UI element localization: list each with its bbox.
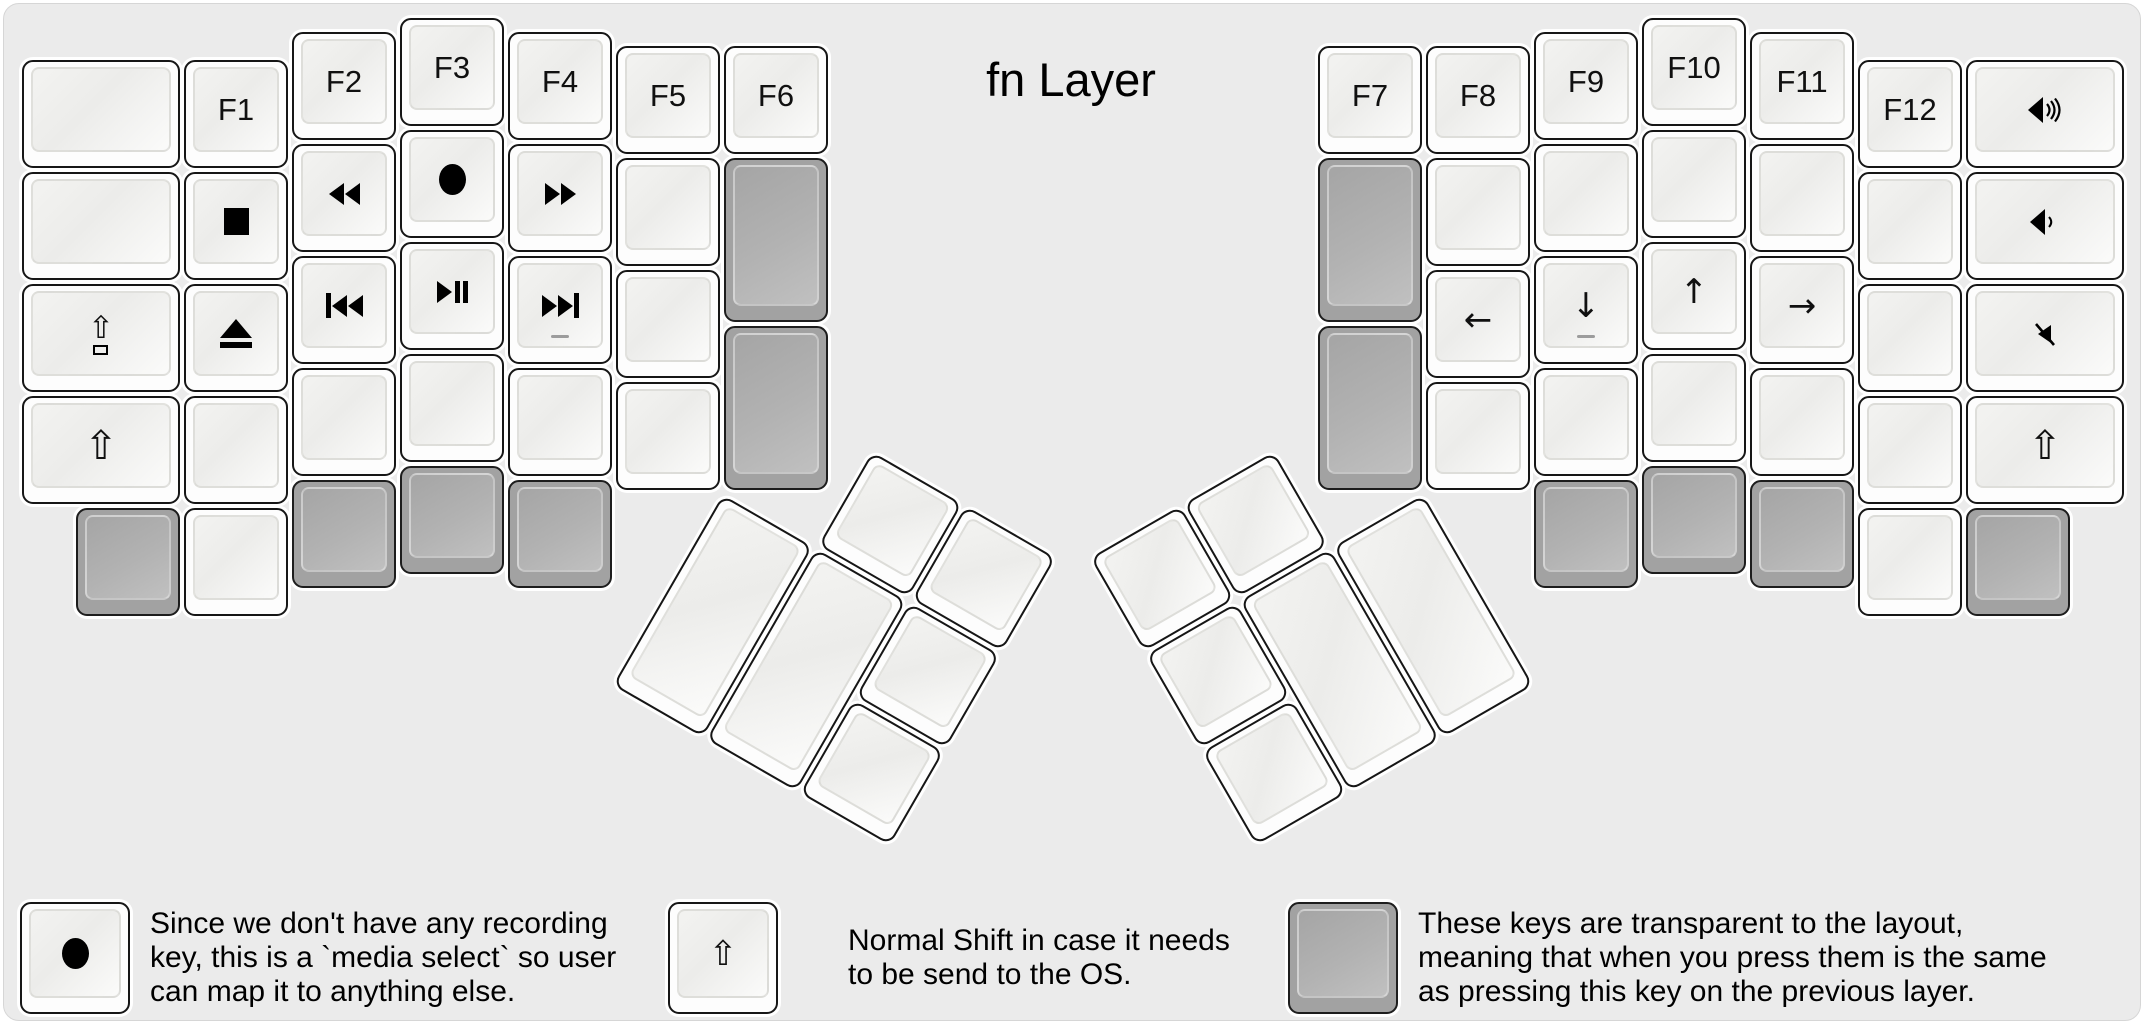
key-fast-forward[interactable] (508, 144, 612, 252)
key-f12[interactable]: F12 (1858, 60, 1962, 168)
key-volume-down[interactable] (1966, 172, 2124, 280)
play-pause-icon (436, 280, 468, 303)
key-stop[interactable] (184, 172, 288, 280)
key-transparent[interactable] (724, 158, 828, 322)
key-f9[interactable]: F9 (1534, 32, 1638, 140)
key-blank[interactable] (1858, 508, 1962, 616)
key-arrow-right[interactable]: → (1750, 256, 1854, 364)
record-icon (438, 164, 466, 195)
up-arrow-icon: ↑ (1679, 271, 1709, 312)
next-track-icon (541, 293, 579, 318)
key-f6[interactable]: F6 (724, 46, 828, 154)
key-arrow-up[interactable]: ↑ (1642, 242, 1746, 350)
key-blank[interactable] (184, 396, 288, 504)
caps-lock-icon: ⇧ (88, 312, 114, 355)
key-blank[interactable] (616, 270, 720, 378)
key-volume-mute[interactable] (1966, 284, 2124, 392)
key-transparent[interactable] (1318, 158, 1422, 322)
key-f1[interactable]: F1 (184, 60, 288, 168)
key-transparent[interactable] (1750, 480, 1854, 588)
legend-transparent-text: These keys are transparent to the layout… (1418, 907, 2047, 1008)
key-next-track[interactable] (508, 256, 612, 364)
key-blank[interactable] (184, 508, 288, 616)
eject-icon (220, 319, 252, 348)
key-blank[interactable] (1534, 144, 1638, 252)
key-f10[interactable]: F10 (1642, 18, 1746, 126)
volume-mute-icon (2035, 322, 2055, 346)
key-f2[interactable]: F2 (292, 32, 396, 140)
key-volume-up[interactable] (1966, 60, 2124, 168)
key-record[interactable] (400, 130, 504, 238)
key-f3[interactable]: F3 (400, 18, 504, 126)
homing-bar (551, 335, 569, 338)
key-previous-track[interactable] (292, 256, 396, 364)
shift-icon: ⇧ (84, 422, 118, 469)
key-f11[interactable]: F11 (1750, 32, 1854, 140)
legend-transparent-sample-key (1288, 902, 1398, 1014)
key-transparent[interactable] (1534, 480, 1638, 588)
shift-icon: ⇧ (708, 933, 738, 974)
legend-shift-sample-key: ⇧ (668, 902, 778, 1014)
key-f8[interactable]: F8 (1426, 46, 1530, 154)
key-blank[interactable] (400, 354, 504, 462)
key-blank[interactable] (1750, 368, 1854, 476)
previous-track-icon (325, 293, 363, 318)
key-transparent[interactable] (400, 466, 504, 574)
key-blank[interactable] (22, 60, 180, 168)
key-transparent[interactable] (1966, 508, 2070, 616)
key-blank[interactable] (1858, 396, 1962, 504)
right-arrow-icon: → (1787, 285, 1817, 326)
key-shift-right[interactable]: ⇧ (1966, 396, 2124, 504)
volume-down-icon (2030, 208, 2053, 235)
key-blank[interactable] (508, 368, 612, 476)
key-transparent[interactable] (292, 480, 396, 588)
key-blank[interactable] (1750, 144, 1854, 252)
key-eject[interactable] (184, 284, 288, 392)
shift-icon: ⇧ (2028, 422, 2062, 469)
key-play-pause[interactable] (400, 242, 504, 350)
record-icon (61, 938, 89, 969)
key-transparent[interactable] (1642, 466, 1746, 574)
key-blank[interactable] (616, 382, 720, 490)
key-rewind[interactable] (292, 144, 396, 252)
key-transparent[interactable] (76, 508, 180, 616)
legend-shift-text: Normal Shift in case it needs to be send… (848, 924, 1230, 991)
key-blank[interactable] (1858, 284, 1962, 392)
key-f4[interactable]: F4 (508, 32, 612, 140)
key-transparent[interactable] (724, 326, 828, 490)
key-f7[interactable]: F7 (1318, 46, 1422, 154)
fast-forward-icon (544, 182, 576, 205)
homing-bar (1577, 335, 1595, 338)
down-arrow-icon: ↓ (1571, 285, 1601, 326)
left-arrow-icon: ← (1463, 299, 1493, 340)
key-blank[interactable] (292, 368, 396, 476)
key-caps-lock[interactable]: ⇧ (22, 284, 180, 392)
key-arrow-left[interactable]: ← (1426, 270, 1530, 378)
key-blank[interactable] (1534, 368, 1638, 476)
layer-title: fn Layer (986, 53, 1156, 106)
key-transparent[interactable] (508, 480, 612, 588)
key-arrow-down[interactable]: ↓ (1534, 256, 1638, 364)
key-blank[interactable] (1858, 172, 1962, 280)
stop-icon (223, 208, 249, 235)
key-blank[interactable] (1642, 354, 1746, 462)
key-shift-left[interactable]: ⇧ (22, 396, 180, 504)
legend-record-sample-key (20, 902, 130, 1014)
key-blank[interactable] (1426, 382, 1530, 490)
key-blank[interactable] (1426, 158, 1530, 266)
key-blank[interactable] (616, 158, 720, 266)
key-f5[interactable]: F5 (616, 46, 720, 154)
key-blank[interactable] (1642, 130, 1746, 238)
volume-up-icon (2028, 96, 2061, 123)
legend-record-text: Since we don't have any recording key, t… (150, 907, 617, 1008)
key-transparent[interactable] (1318, 326, 1422, 490)
rewind-icon (328, 182, 360, 205)
key-blank[interactable] (22, 172, 180, 280)
